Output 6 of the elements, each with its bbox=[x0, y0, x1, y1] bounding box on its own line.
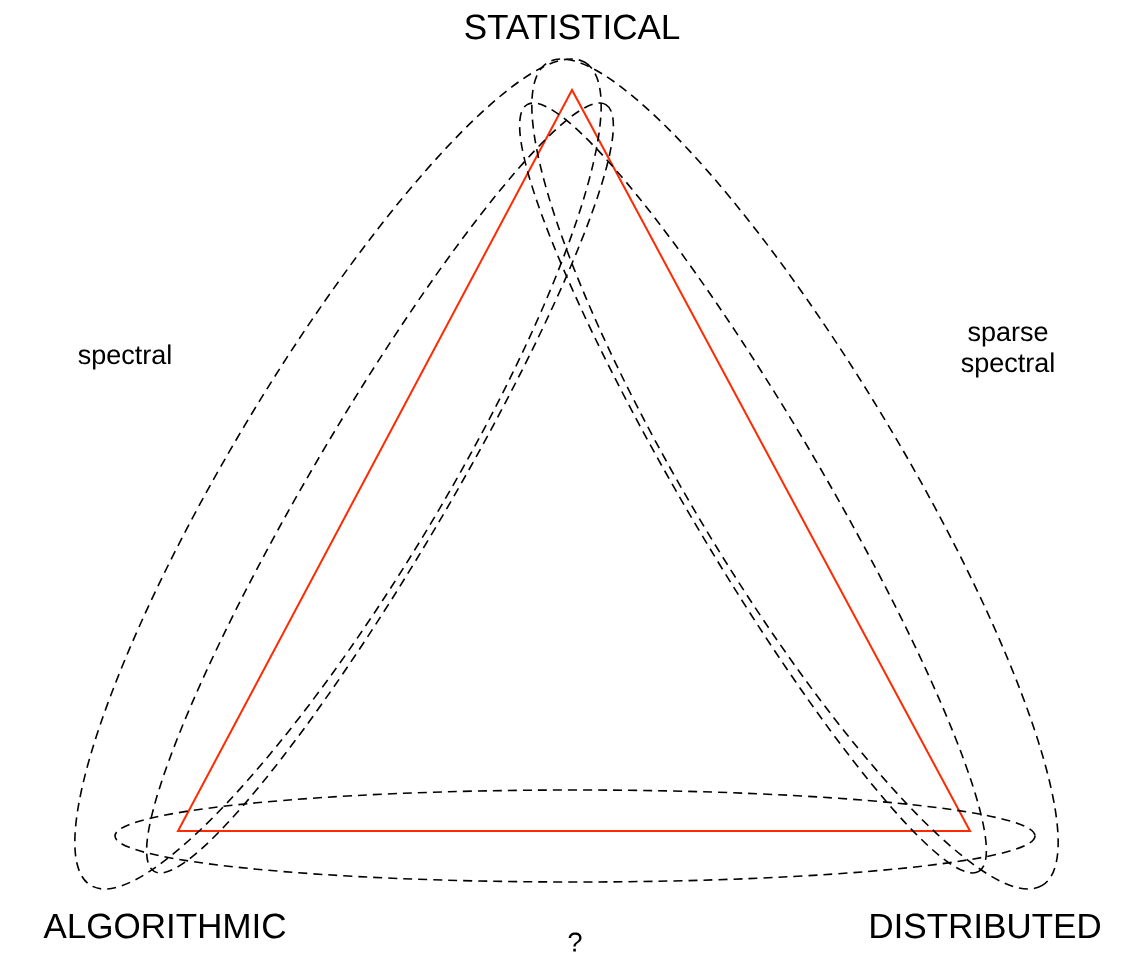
text-label: ALGORITHMIC bbox=[43, 913, 286, 939]
text-label: spectral bbox=[78, 344, 171, 370]
text-label: STATISTICAL bbox=[465, 14, 680, 40]
text-label: sparse spectral bbox=[961, 326, 1054, 378]
text-label: DISTRIBUTED bbox=[871, 913, 1100, 939]
text-label: ? bbox=[568, 932, 582, 952]
